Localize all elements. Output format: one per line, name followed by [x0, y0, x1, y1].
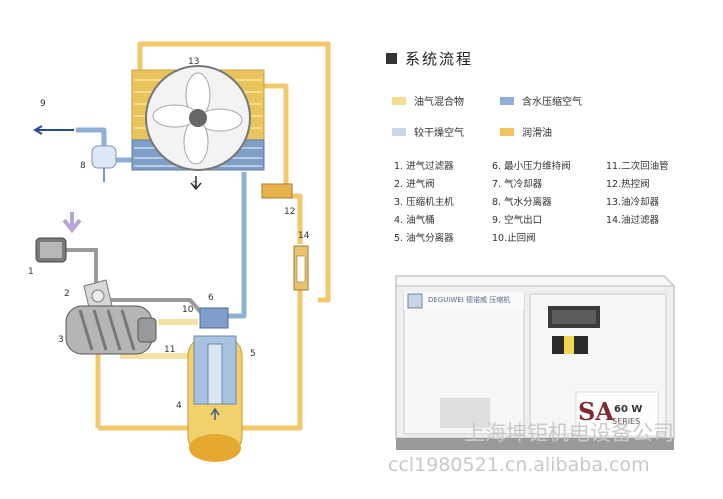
part-11: 11.二次回油管	[606, 161, 669, 172]
title-bullet-icon	[386, 53, 397, 64]
watermark-company: 上海坤钜机电设备公司	[464, 421, 674, 445]
legend-swatch	[392, 127, 406, 136]
label-12: 12	[284, 207, 295, 217]
label-9: 9	[40, 99, 46, 109]
parts-list-col-1: 1. 进气过滤器 2. 进气阀 3. 压缩机主机 4. 油气桶 5. 油气分离器	[394, 158, 454, 248]
legend-label: 油气混合物	[414, 97, 464, 108]
inlet-valve	[83, 279, 113, 313]
part-6: 6. 最小压力维持阀	[492, 161, 571, 172]
part-7: 7. 气冷却器	[492, 179, 543, 190]
parts-list-col-3: 11.二次回油管 12.热控阀 13.油冷却器 14.油过滤器	[606, 158, 669, 230]
part-1: 1. 进气过滤器	[394, 161, 454, 172]
label-10: 10	[182, 305, 194, 315]
legend-swatch	[500, 96, 514, 105]
label-2: 2	[64, 289, 70, 299]
compressor-machine-image: SA 60 W SERIES DEGUIWEI 德诺威 压缩机	[395, 275, 675, 450]
legend-label: 较干燥空气	[414, 128, 464, 139]
part-14: 14.油过滤器	[606, 215, 660, 226]
mixture-lines	[120, 319, 198, 359]
svg-text:SA: SA	[578, 397, 614, 426]
diagram-title: 系统流程	[405, 50, 474, 68]
min-pressure-valve	[199, 307, 229, 329]
part-8: 8. 气水分离器	[492, 197, 552, 208]
inlet-filter	[35, 237, 67, 263]
legend-item-dry-air: 较干燥空气	[392, 124, 464, 139]
label-14: 14	[298, 231, 310, 241]
inlet-arrow-icon	[62, 212, 82, 234]
legend-item-oil-air: 油气混合物	[392, 93, 464, 108]
label-5: 5	[250, 349, 256, 359]
legend-label: 含水压缩空气	[522, 97, 582, 108]
label-8: 8	[80, 161, 86, 171]
legend-swatch	[500, 127, 514, 136]
part-3: 3. 压缩机主机	[394, 197, 454, 208]
legend-swatch	[392, 96, 406, 105]
label-13: 13	[188, 57, 199, 67]
watermark-site: ccl1980521.cn.alibaba.com	[388, 454, 650, 476]
cooler-assembly	[131, 65, 265, 171]
compressor-airend	[65, 305, 157, 355]
part-4: 4. 油气桶	[394, 215, 435, 226]
part-10: 10.止回阀	[492, 233, 536, 244]
label-6: 6	[208, 293, 214, 303]
thermal-valve	[261, 183, 293, 199]
machine-brand: DEGUIWEI 德诺威 压缩机	[428, 295, 510, 304]
label-1: 1	[28, 267, 34, 277]
part-9: 9. 空气出口	[492, 215, 543, 226]
legend-label: 润滑油	[522, 128, 552, 139]
machine-model: 60 W	[614, 404, 642, 415]
label-11: 11	[164, 345, 175, 355]
oil-separator-tank	[187, 335, 243, 462]
air-outlet-arrow-icon	[32, 125, 74, 135]
diagram-title-block: 系统流程	[386, 48, 473, 69]
part-13: 13.油冷却器	[606, 197, 660, 208]
airflow-arrow-icon	[190, 176, 202, 191]
part-2: 2. 进气阀	[394, 179, 435, 190]
part-12: 12.热控阀	[606, 179, 650, 190]
parts-list-col-2: 6. 最小压力维持阀 7. 气冷却器 8. 气水分离器 9. 空气出口 10.止…	[492, 158, 571, 248]
machine-series: SERIES	[612, 417, 640, 426]
legend-item-lubricant: 润滑油	[500, 124, 552, 139]
label-4: 4	[176, 401, 182, 411]
legend-item-wet-air: 含水压缩空气	[500, 93, 582, 108]
label-7: 7	[192, 181, 198, 191]
label-3: 3	[58, 335, 64, 345]
part-5: 5. 油气分离器	[394, 233, 454, 244]
water-separator	[91, 145, 117, 182]
